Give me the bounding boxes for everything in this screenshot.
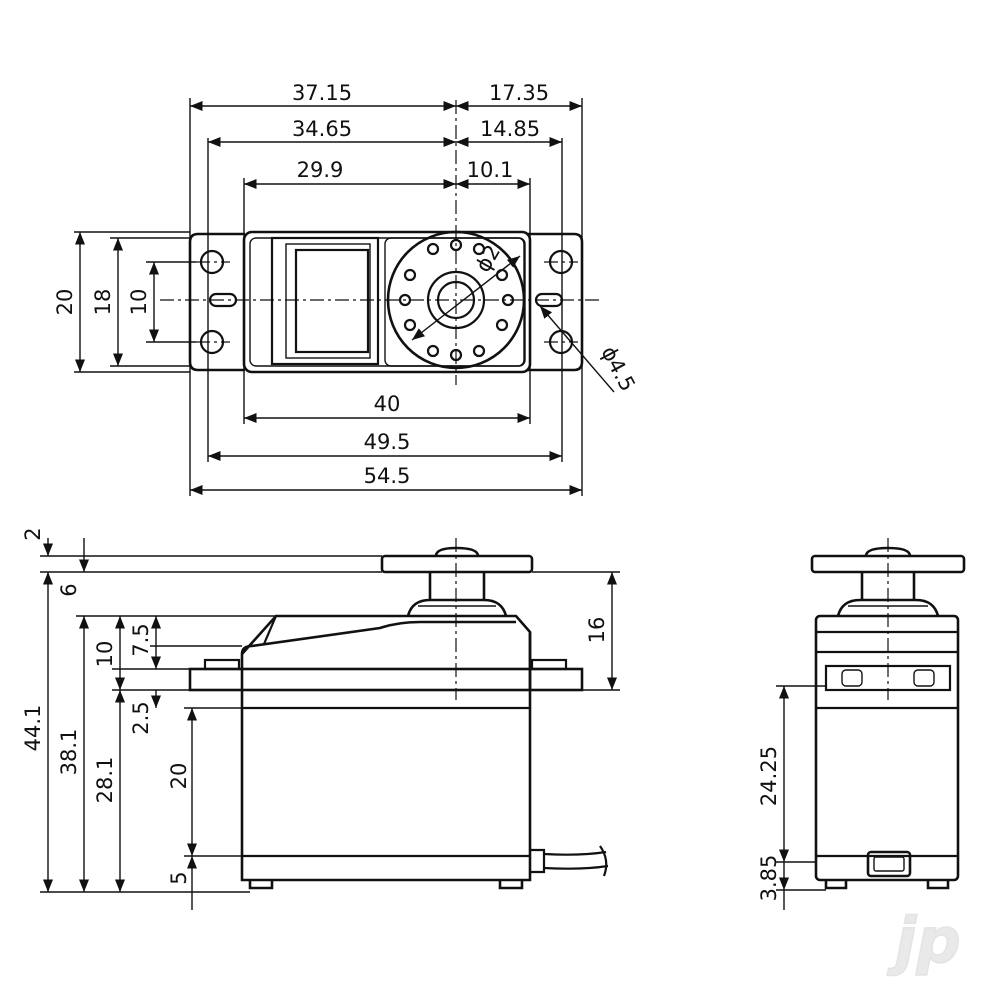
label-window-mid — [285, 243, 371, 359]
jp-logo: jp — [886, 903, 961, 978]
dim-top-34-65: 34.65 — [292, 117, 352, 141]
cable — [530, 848, 546, 874]
end-view: 24.25 3.85 — [757, 538, 966, 910]
horn-plate — [380, 554, 534, 574]
dim-top-18: 18 — [91, 289, 115, 316]
dim-side-2: 2 — [21, 527, 45, 540]
dim-top-17-35: 17.35 — [489, 81, 549, 105]
dim-side-44-1: 44.1 — [21, 705, 45, 752]
dim-side-20: 20 — [167, 763, 191, 790]
output-shaft-side — [428, 572, 486, 600]
dim-top-10: 10 — [127, 289, 151, 316]
side-view: 2 6 44.1 38.1 28.1 10 7.5 2.5 20 5 16 — [21, 527, 620, 910]
dim-side-10: 10 — [93, 641, 117, 668]
dim-top-37-15: 37.15 — [292, 81, 352, 105]
svg-text:jp: jp — [887, 904, 961, 977]
dim-top-14-85: 14.85 — [480, 117, 540, 141]
dim-top-49-5: 49.5 — [364, 430, 411, 454]
dim-side-2-5: 2.5 — [129, 701, 153, 734]
dim-side-38-1: 38.1 — [57, 729, 81, 776]
dim-hole-diameter: ϕ4.5 — [596, 342, 639, 395]
dim-top-29-9: 29.9 — [297, 158, 344, 182]
dim-side-7-5: 7.5 — [129, 623, 153, 656]
dim-side-5: 5 — [167, 871, 191, 884]
dim-top-20: 20 — [53, 289, 77, 316]
label-window-outer — [270, 236, 380, 366]
top-view: 37.15 17.35 34.65 14.85 29.9 10.1 40 49.… — [53, 81, 640, 496]
dim-top-40: 40 — [374, 392, 401, 416]
case-body-side — [240, 632, 532, 882]
dim-end-3-85: 3.85 — [757, 855, 781, 902]
dim-top-10-1: 10.1 — [467, 158, 514, 182]
label-window-inner — [294, 248, 370, 354]
mounting-flange — [188, 667, 584, 692]
gear-dome — [406, 598, 508, 617]
dim-side-28-1: 28.1 — [93, 757, 117, 804]
dim-side-16: 16 — [585, 617, 609, 644]
dim-top-54-5: 54.5 — [364, 464, 411, 488]
case-body-end — [814, 614, 960, 882]
dim-end-24-25: 24.25 — [757, 746, 781, 806]
connector-slot — [866, 850, 912, 878]
dim-side-6: 6 — [57, 583, 81, 596]
